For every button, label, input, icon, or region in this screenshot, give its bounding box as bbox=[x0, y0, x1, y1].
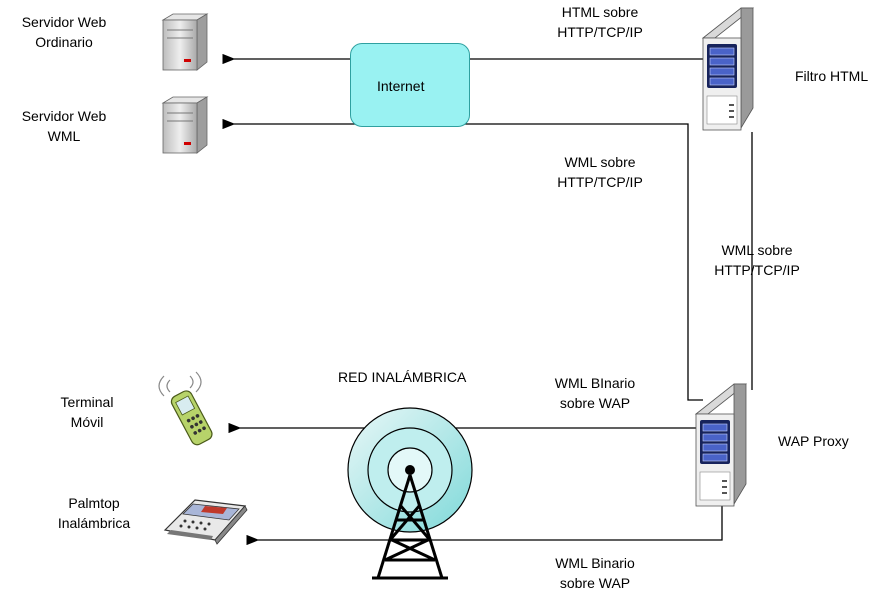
radio-tower-icon bbox=[347, 407, 473, 580]
label-wml-over-http-top: WML sobre HTTP/TCP/IP bbox=[557, 154, 643, 190]
server-icon bbox=[161, 13, 209, 71]
label-wireless-network: RED INALÁMBRICA bbox=[338, 369, 467, 385]
label-wap-proxy: WAP Proxy bbox=[778, 433, 849, 449]
label-html-over-http: HTML sobre HTTP/TCP/IP bbox=[557, 4, 643, 40]
label-web-server-ordinary: Servidor Web Ordinario bbox=[21, 14, 107, 50]
label-mobile-terminal: Terminal Móvil bbox=[60, 394, 114, 430]
label-web-server-wml: Servidor Web WML bbox=[21, 108, 107, 144]
label-html-filter: Filtro HTML bbox=[795, 68, 869, 84]
internet-box: Internet bbox=[350, 43, 470, 127]
palmtop-icon bbox=[163, 499, 248, 545]
edge-proxy-to-palmtop bbox=[246, 505, 723, 546]
wap-proxy-server-icon bbox=[694, 383, 748, 507]
label-palmtop: Palmtop Inalámbrica bbox=[57, 495, 131, 531]
label-wml-over-http-right: WML sobre HTTP/TCP/IP bbox=[714, 242, 800, 278]
server-icon bbox=[161, 96, 209, 154]
internet-label: Internet bbox=[377, 78, 425, 94]
connections bbox=[222, 53, 753, 546]
html-filter-server-icon bbox=[701, 7, 755, 131]
label-wml-binary-terminal: WML BInario sobre WAP bbox=[554, 375, 636, 411]
label-wml-binary-palmtop: WML Binario sobre WAP bbox=[555, 555, 635, 591]
mobile-phone-icon bbox=[158, 371, 213, 446]
